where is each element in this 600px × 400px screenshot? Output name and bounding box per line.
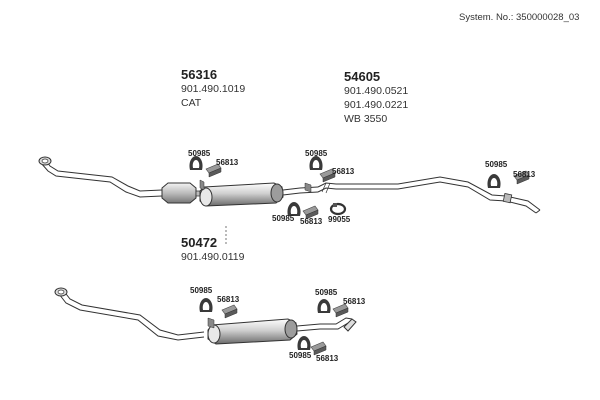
part-label: 50985 <box>190 286 213 295</box>
part-label: 56813 <box>343 297 366 306</box>
part-number-54605: 54605 <box>344 69 381 84</box>
oem-number: 901.490.0119 <box>181 251 245 263</box>
part-number-56316: 56316 <box>181 67 218 82</box>
upper-middle-muffler <box>199 182 284 207</box>
wb-label: WB 3550 <box>344 113 388 125</box>
upper-flange <box>38 156 52 166</box>
system-number: System. No.: 350000028_03 <box>459 12 580 23</box>
part-number-50472: 50472 <box>181 235 218 250</box>
part-label: 56813 <box>300 217 323 226</box>
part-label: 56813 <box>332 167 355 176</box>
oem-number: 901.490.0221 <box>344 99 409 111</box>
catalytic-converter <box>161 182 205 204</box>
part-label: 50985 <box>188 149 211 158</box>
lower-front-pipe <box>58 289 205 341</box>
upper-hangers <box>189 156 530 220</box>
part-label: 50985 <box>485 160 508 169</box>
lower-middle-muffler <box>207 318 298 345</box>
part-label: 50985 <box>315 288 338 297</box>
oem-number: 901.490.1019 <box>181 83 246 95</box>
part-label: 56813 <box>513 170 536 179</box>
part-label: 50985 <box>305 149 328 158</box>
part-label-clamp: 99055 <box>328 215 351 224</box>
part-label: 56813 <box>316 354 339 363</box>
lower-hangers <box>199 298 349 356</box>
lower-rear-pipe <box>296 317 357 332</box>
part-label: 50985 <box>289 351 312 360</box>
upper-s-bend <box>317 182 337 194</box>
upper-tailpipe-joint <box>502 192 513 204</box>
lower-flange <box>54 287 68 297</box>
oem-number: 901.490.0521 <box>344 85 409 97</box>
part-label: 56813 <box>217 295 240 304</box>
cat-label: CAT <box>181 97 202 109</box>
part-label: 56813 <box>216 158 239 167</box>
upper-rear-pipe <box>336 176 541 214</box>
upper-front-pipe <box>40 157 163 198</box>
part-label: 50985 <box>272 214 295 223</box>
upper-mid-pipe <box>282 186 319 196</box>
